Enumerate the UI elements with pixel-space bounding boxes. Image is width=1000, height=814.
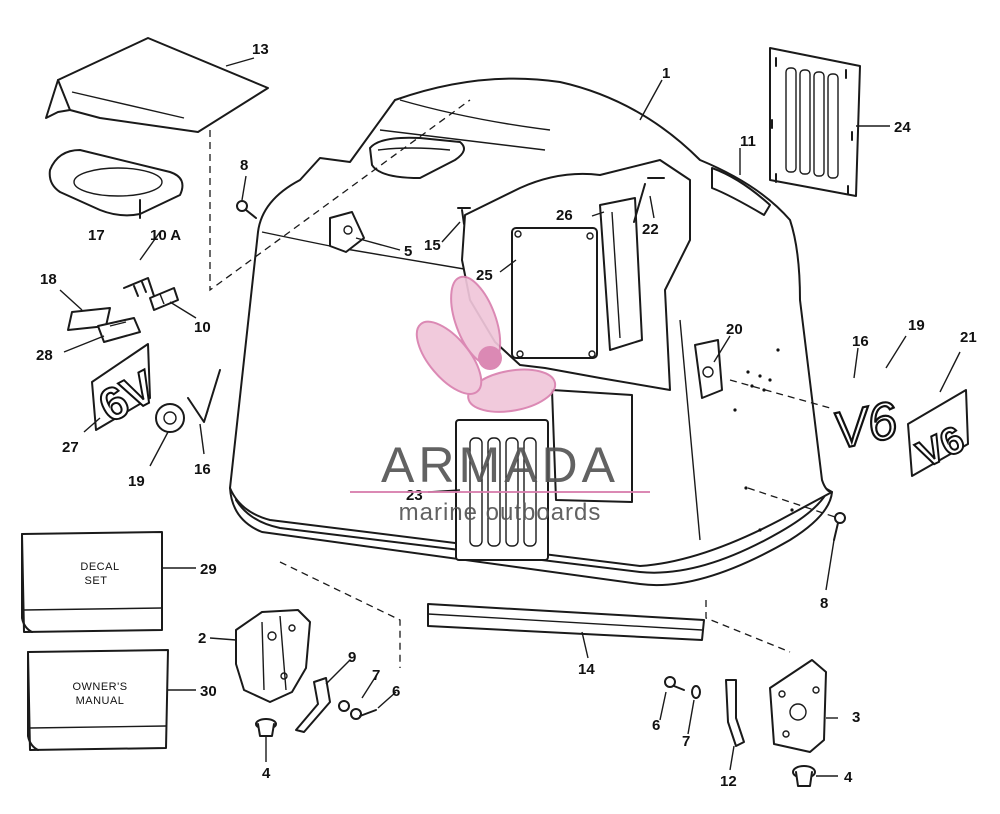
screw-8-left — [236, 200, 257, 219]
callout-13: 13 — [252, 41, 269, 58]
callout-22: 22 — [642, 221, 659, 238]
decal-27-6v: 6V — [89, 343, 166, 433]
callout-25: 25 — [476, 267, 493, 284]
bezel-17 — [48, 149, 184, 219]
clip-10 — [149, 287, 179, 311]
callout-26: 26 — [556, 207, 573, 224]
clip-10a — [123, 277, 155, 297]
callout-9: 9 — [348, 649, 356, 666]
owners-manual-box: OWNER'S MANUAL — [27, 649, 169, 751]
callout-5: 5 — [404, 243, 412, 260]
callout-29: 29 — [200, 561, 217, 578]
clip-9 — [295, 677, 331, 733]
owners-manual-label-2: MANUAL — [76, 695, 125, 707]
callout-4-right: 4 — [844, 769, 853, 786]
leader-lines — [59, 57, 961, 777]
latch-3 — [769, 659, 827, 753]
motor-cover — [229, 77, 833, 587]
decal-set-label-1: DECAL — [80, 561, 119, 573]
decal-set-box: DECAL SET — [21, 531, 163, 633]
callout-labels: 1 2 3 4 4 5 6 6 7 7 8 8 9 10 10 A 11 12 … — [36, 41, 977, 790]
callout-21: 21 — [960, 329, 977, 346]
washer-7-right — [691, 685, 701, 699]
callout-10a: 10 A — [150, 227, 181, 244]
callout-8-top: 8 — [240, 157, 248, 174]
plug-4-left — [255, 718, 277, 737]
bolt-6-left — [350, 708, 377, 720]
decal-set-label-2: SET — [85, 575, 108, 587]
callout-20: 20 — [726, 321, 743, 338]
callout-16-right: 16 — [852, 333, 869, 350]
callout-4-left: 4 — [262, 765, 271, 782]
bracket-12 — [725, 679, 745, 747]
watermark: ARMADA marine outboards — [350, 275, 650, 526]
callout-28: 28 — [36, 347, 53, 364]
top-cover-13 — [45, 37, 269, 133]
decal-16-19-text: V6 — [828, 391, 902, 461]
watermark-brand: ARMADA — [381, 437, 619, 493]
callout-6-right: 6 — [652, 717, 660, 734]
callout-19-left: 19 — [128, 473, 145, 490]
callout-11: 11 — [740, 133, 756, 150]
callout-27: 27 — [62, 439, 79, 456]
callout-14: 14 — [578, 661, 595, 678]
callout-18: 18 — [40, 271, 57, 288]
propeller-icon — [415, 275, 557, 413]
callout-2: 2 — [198, 630, 206, 647]
callout-17: 17 — [88, 227, 105, 244]
callout-12: 12 — [720, 773, 737, 790]
seal-strip-14 — [427, 603, 705, 641]
decal-21-v6: V6 — [907, 389, 972, 478]
callout-6-left: 6 — [392, 683, 400, 700]
bolt-6-right — [664, 676, 685, 691]
callout-8-bottom: 8 — [820, 595, 828, 612]
plug-4-right — [792, 765, 816, 787]
owners-manual-label-1: OWNER'S — [72, 681, 127, 693]
callout-3: 3 — [852, 709, 860, 726]
callout-10: 10 — [194, 319, 211, 336]
callout-15: 15 — [424, 237, 441, 254]
callout-7-right: 7 — [682, 733, 690, 750]
callout-7-left: 7 — [372, 667, 380, 684]
screw-8-right — [833, 512, 846, 541]
callout-16-left: 16 — [194, 461, 211, 478]
side-grille-24 — [769, 47, 861, 197]
callout-19-right: 19 — [908, 317, 925, 334]
latch-2 — [235, 609, 311, 703]
emblem-19-16-left — [155, 369, 221, 433]
callout-1: 1 — [662, 65, 670, 82]
washer-7-left — [338, 700, 350, 712]
callout-24: 24 — [894, 119, 911, 136]
emblem-16-19-right: V6 — [827, 390, 904, 462]
watermark-tagline: marine outboards — [399, 499, 602, 526]
callout-30: 30 — [200, 683, 217, 700]
